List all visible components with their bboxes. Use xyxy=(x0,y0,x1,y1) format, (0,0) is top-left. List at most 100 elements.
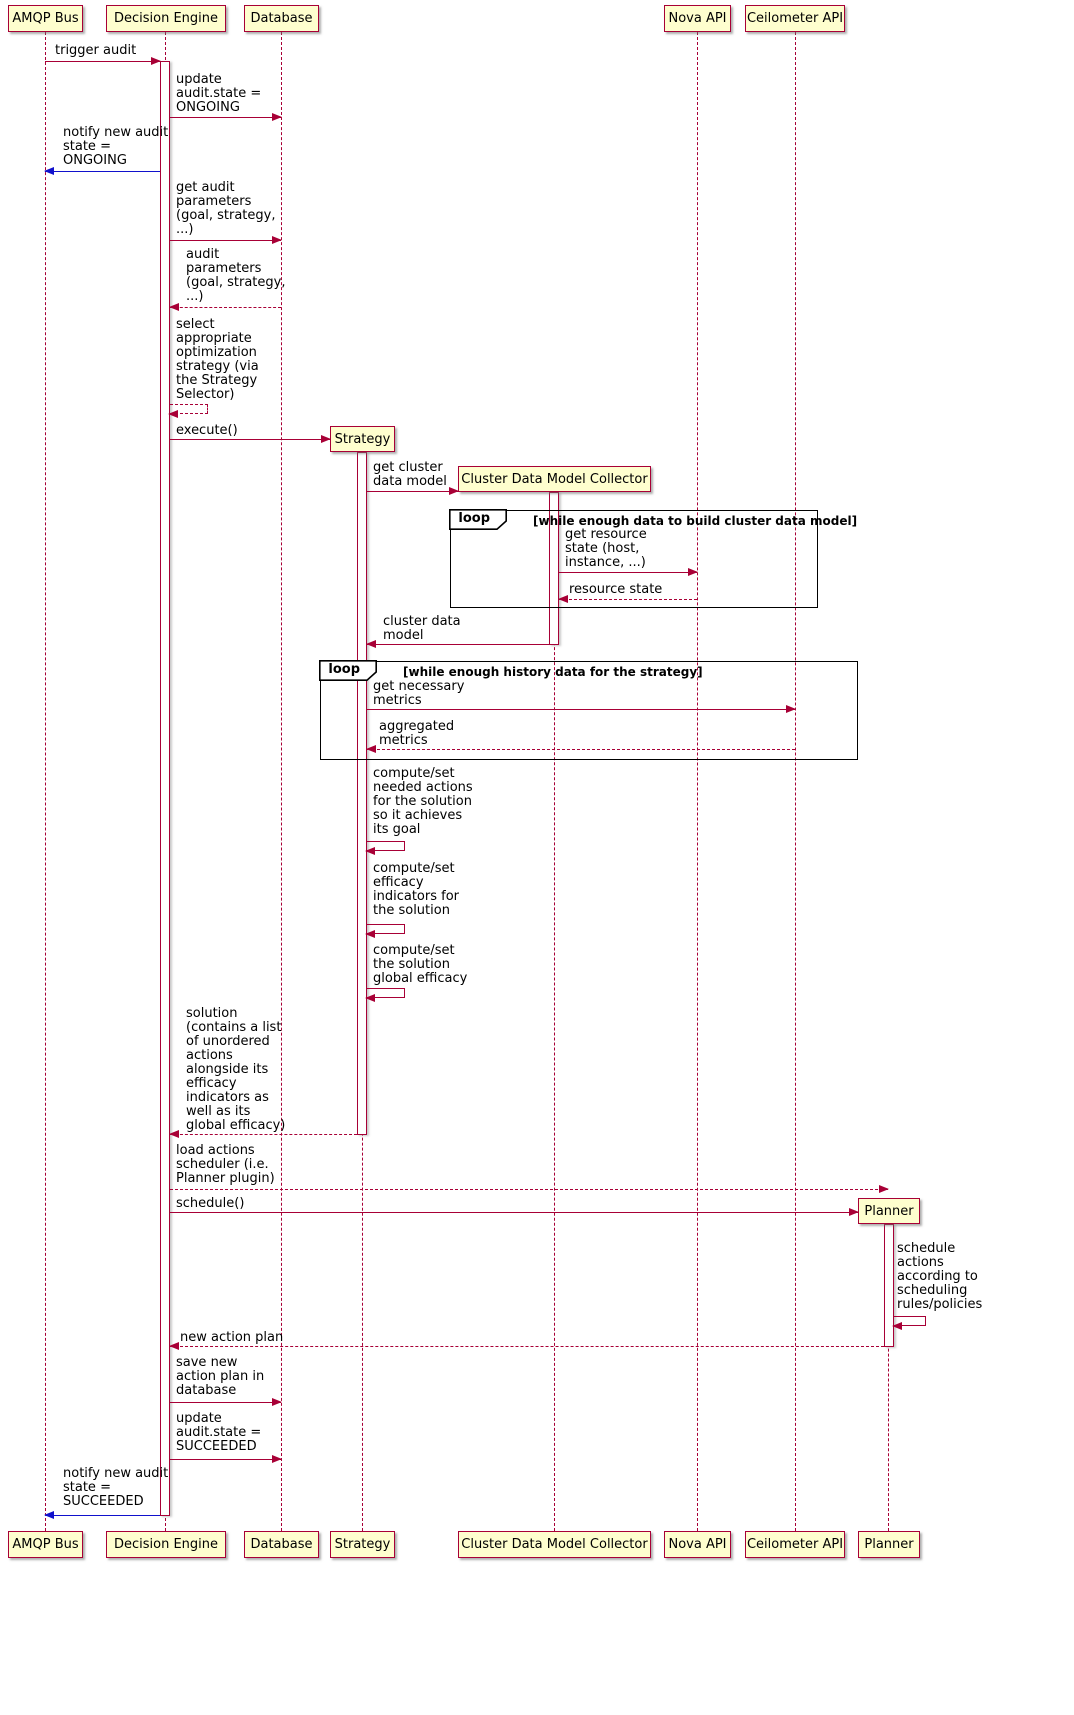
arrow-aggregated-metrics-return xyxy=(366,745,795,753)
arrow-save-action-plan xyxy=(170,1398,282,1406)
participant-decision-engine: Decision Engine xyxy=(106,5,226,32)
arrow-load-actions-scheduler xyxy=(170,1185,889,1193)
loop-condition: [while enough data to build cluster data… xyxy=(533,514,858,528)
lifeline-amqp-bus xyxy=(45,32,46,1531)
lifeline-ceilometer-api xyxy=(795,32,796,1531)
arrow-update-audit-succeeded xyxy=(170,1455,282,1463)
arrow-cluster-data-model-return xyxy=(366,640,549,648)
arrowhead-icon xyxy=(169,303,179,311)
arrowhead-icon xyxy=(449,487,459,495)
arrow-compute-global-efficacy-self xyxy=(365,988,405,1002)
message-label: update audit.state = ONGOING xyxy=(176,72,262,115)
message-label: get resource state (host, instance, ...) xyxy=(565,527,647,570)
lifeline-database xyxy=(281,32,282,1531)
arrow-update-audit-ongoing xyxy=(170,113,282,121)
participant-ceilometer-api: Ceilometer API xyxy=(745,1531,845,1558)
message-label: get necessary metrics xyxy=(373,679,465,708)
arrow-new-action-plan-return xyxy=(169,1342,884,1350)
arrowhead-icon xyxy=(272,1455,282,1463)
arrow-notify-ongoing xyxy=(44,167,160,175)
lifeline-planner xyxy=(888,1224,889,1531)
arrow-get-cluster-data-model xyxy=(367,487,459,495)
arrowhead-icon xyxy=(272,236,282,244)
loop-operator-label: loop xyxy=(458,511,491,527)
message-label: get audit parameters (goal, strategy, ..… xyxy=(176,180,276,237)
message-label: notify new audit state = SUCCEEDED xyxy=(63,1466,169,1509)
arrowhead-icon xyxy=(558,595,568,603)
participant-amqp-bus: AMQP Bus xyxy=(8,5,83,32)
arrowhead-icon xyxy=(366,640,376,648)
participant-planner: Planner xyxy=(858,1198,920,1224)
arrowhead-icon xyxy=(44,167,54,175)
arrow-get-audit-parameters xyxy=(170,236,282,244)
activation-decision-engine xyxy=(160,61,170,1516)
arrowhead-icon xyxy=(365,930,375,938)
message-label: audit parameters (goal, strategy, ...) xyxy=(186,247,286,304)
arrow-select-strategy-self xyxy=(168,404,208,418)
arrow-execute xyxy=(170,435,331,443)
arrowhead-icon xyxy=(892,1322,902,1330)
loop-frame-cluster-data: loop [while enough data to build cluster… xyxy=(449,509,857,608)
arrowhead-icon xyxy=(169,1130,179,1138)
message-label: new action plan xyxy=(180,1330,284,1345)
participant-planner: Planner xyxy=(858,1531,920,1558)
message-label: cluster data model xyxy=(383,614,461,643)
message-label: solution (contains a list of unordered a… xyxy=(186,1006,286,1133)
arrowhead-icon xyxy=(321,435,331,443)
arrowhead-icon xyxy=(168,410,178,418)
arrowhead-icon xyxy=(151,57,161,65)
message-label: save new action plan in database xyxy=(176,1355,265,1398)
arrowhead-icon xyxy=(169,1342,179,1350)
arrowhead-icon xyxy=(688,568,698,576)
arrowhead-icon xyxy=(366,745,376,753)
arrowhead-icon xyxy=(365,847,375,855)
participant-database: Database xyxy=(244,1531,319,1558)
participant-amqp-bus: AMQP Bus xyxy=(8,1531,83,1558)
activation-strategy xyxy=(357,452,367,1135)
arrow-resource-state-return xyxy=(558,595,697,603)
participant-nova-api: Nova API xyxy=(664,1531,731,1558)
message-label: schedule() xyxy=(176,1196,245,1211)
lifeline-nova-api xyxy=(697,32,698,1531)
arrowhead-icon xyxy=(44,1511,54,1519)
loop-frame-history-data: loop [while enough history data for the … xyxy=(319,660,858,760)
activation-cluster-data-model-collector xyxy=(549,492,559,645)
arrowhead-icon xyxy=(272,1398,282,1406)
message-label: update audit.state = SUCCEEDED xyxy=(176,1411,262,1454)
participant-cluster-data-model-collector: Cluster Data Model Collector xyxy=(458,1531,651,1558)
arrow-solution-return xyxy=(169,1130,357,1138)
loop-condition: [while enough history data for the strat… xyxy=(403,665,703,679)
arrow-compute-needed-actions-self xyxy=(365,841,405,855)
message-label: schedule actions according to scheduling… xyxy=(897,1241,983,1312)
message-label: compute/set the solution global efficacy xyxy=(373,943,468,986)
message-label: notify new audit state = ONGOING xyxy=(63,125,169,168)
arrow-schedule-actions-self xyxy=(892,1316,926,1330)
arrowhead-icon xyxy=(272,113,282,121)
arrow-get-resource-state xyxy=(559,568,698,576)
activation-planner xyxy=(884,1224,894,1347)
message-label: resource state xyxy=(569,582,663,597)
participant-database: Database xyxy=(244,5,319,32)
participant-ceilometer-api: Ceilometer API xyxy=(745,5,845,32)
arrow-compute-efficacy-indicators-self xyxy=(365,924,405,938)
lifeline-cluster-data-model-collector xyxy=(554,492,555,1531)
message-label: compute/set needed actions for the solut… xyxy=(373,766,473,837)
arrow-notify-succeeded xyxy=(44,1511,160,1519)
loop-operator-tab: loop xyxy=(319,660,378,682)
arrowhead-icon xyxy=(786,705,796,713)
arrow-audit-parameters-return xyxy=(169,303,281,311)
message-label: get cluster data model xyxy=(373,460,447,489)
participant-cluster-data-model-collector: Cluster Data Model Collector xyxy=(458,466,651,492)
arrowhead-icon xyxy=(849,1208,859,1216)
message-label: aggregated metrics xyxy=(379,719,455,748)
loop-operator-tab: loop xyxy=(449,509,508,531)
arrow-trigger-audit xyxy=(45,57,161,65)
arrowhead-icon xyxy=(365,994,375,1002)
arrow-schedule xyxy=(170,1208,859,1216)
message-label: trigger audit xyxy=(55,43,137,58)
participant-strategy: Strategy xyxy=(330,426,395,452)
message-label: execute() xyxy=(176,423,238,438)
message-label: compute/set efficacy indicators for the … xyxy=(373,861,460,918)
participant-nova-api: Nova API xyxy=(664,5,731,32)
